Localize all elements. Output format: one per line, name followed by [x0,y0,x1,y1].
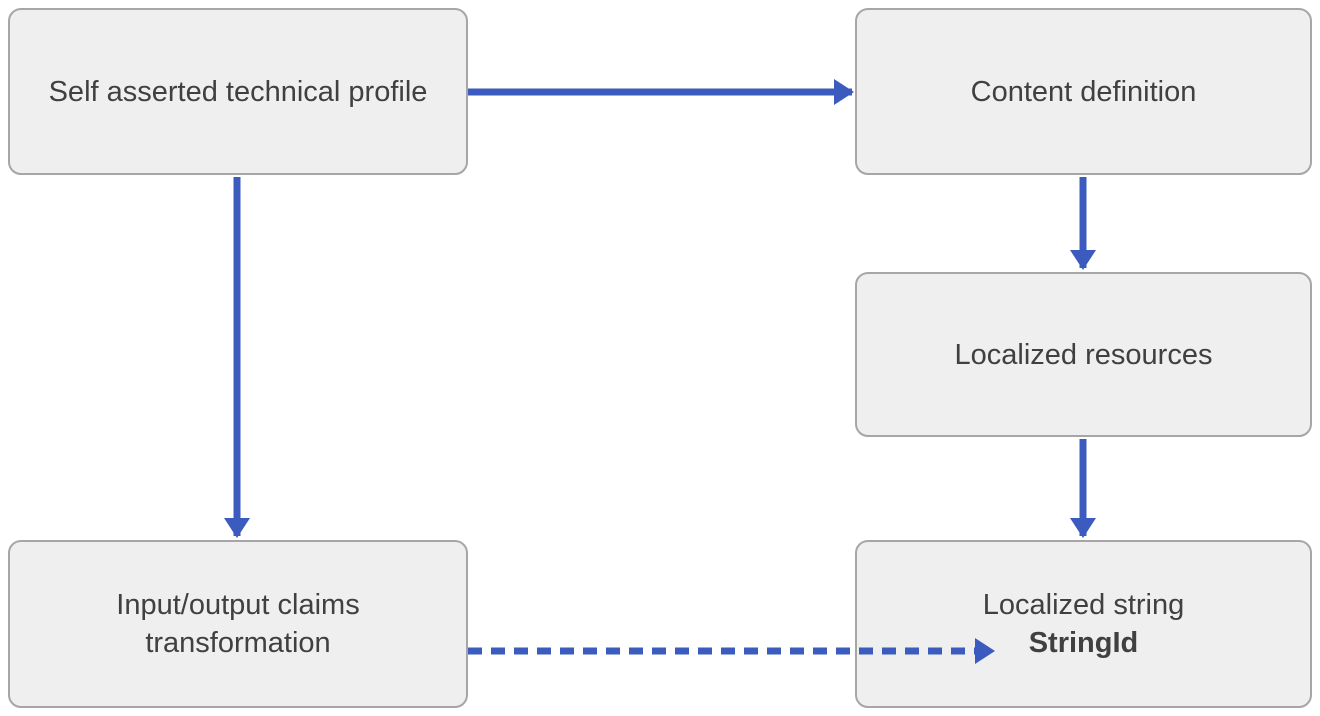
node-localized-resources: Localized resources [855,272,1312,437]
node-input-output-claims-transformation: Input/output claims transformation [8,540,468,708]
node-label-localized-resources: Localized resources [954,338,1213,371]
node-label-self-asserted: Self asserted technical profile [48,75,428,108]
node-label-claims-transformation: Input/output claims transformation [116,589,360,659]
node-content-definition: Content definition [855,8,1312,175]
node-self-asserted-technical-profile: Self asserted technical profile [8,8,468,175]
node-label-content-definition: Content definition [970,75,1197,108]
node-sublabel-stringid: StringId [1028,627,1139,659]
node-label-localized-string: Localized string [982,589,1185,621]
node-localized-string: Localized string StringId [855,540,1312,708]
